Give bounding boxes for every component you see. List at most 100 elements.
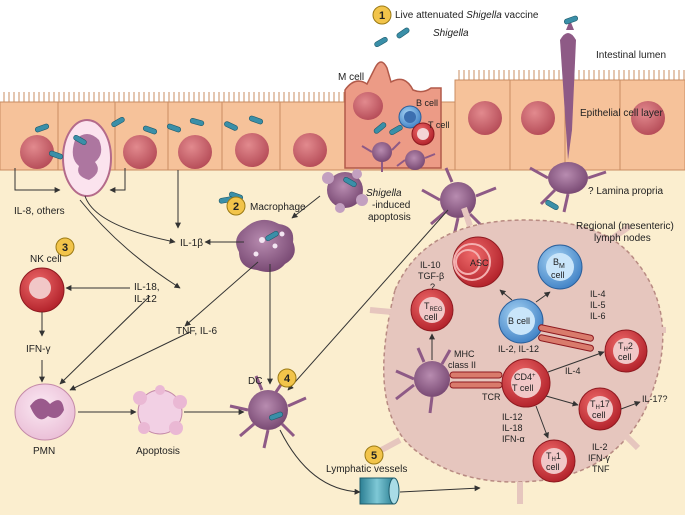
epithelial-nucleus <box>293 133 327 167</box>
shigella-bacterium <box>224 121 238 131</box>
asc-label: ASC <box>470 258 489 268</box>
step-1: 1 <box>379 10 385 22</box>
th17-cell <box>578 387 622 431</box>
t-cell-label: T cell <box>428 120 449 130</box>
nk-cell-label: NK cell <box>30 254 62 265</box>
shigella-induced-apoptosis-cell <box>322 169 368 213</box>
shigella-bacterium <box>373 122 387 134</box>
epithelial-nucleus <box>631 101 665 135</box>
lumen-sampling-dendritic-cell <box>529 20 607 213</box>
b-cell <box>498 298 544 344</box>
il17-label: IL-17? <box>642 394 668 404</box>
arrows <box>14 168 641 495</box>
shigella-bacterium <box>73 134 87 146</box>
tnf-b-label: TNF <box>592 464 610 474</box>
nk-cell <box>19 267 65 313</box>
treg-cell <box>410 288 454 332</box>
vaccine-label: Live attenuated Shigella vaccine <box>395 10 539 21</box>
il12-b-label: IL-12 <box>502 412 523 422</box>
step-badges: 1 2 3 4 5 <box>55 5 392 465</box>
lymphatic-vessel <box>359 477 400 505</box>
macrophage <box>236 219 295 272</box>
apoptosis-label-3: apoptosis <box>368 212 411 223</box>
tcr-label: TCR <box>482 392 501 402</box>
treg-label-2: cell <box>424 312 438 322</box>
labels: Live attenuated Shigella vaccine Shigell… <box>14 10 674 475</box>
treg-question: ? <box>430 282 435 292</box>
ifna-label: IFN-α <box>502 434 525 444</box>
th17-label: TH17 <box>590 399 610 411</box>
bm-cell-label: BM <box>553 257 565 270</box>
shigella-bacterium <box>189 118 205 126</box>
pmn-cell <box>14 383 76 441</box>
macrophage-label: Macrophage <box>250 202 306 213</box>
pmn-label: PMN <box>33 446 55 457</box>
ifng-b-label: IFN-γ <box>588 453 610 463</box>
bm-cell-label-2: cell <box>551 270 565 280</box>
shigella-bacterium <box>265 230 279 242</box>
microvilli <box>3 70 685 102</box>
treg-label: TREG <box>424 301 443 313</box>
intestinal-lumen-label: Intestinal lumen <box>596 50 666 61</box>
apoptosis-label-1: Shigella <box>366 188 402 199</box>
il4-a-label: IL-4 <box>590 289 606 299</box>
apoptosis-label-2: -induced <box>372 200 410 211</box>
dc-label: DC <box>248 376 262 387</box>
th17-label-2: cell <box>592 410 606 420</box>
il6-label: IL-6 <box>590 311 606 321</box>
th1-label: TH1 <box>546 451 561 463</box>
il2-il12-label: IL-2, IL-12 <box>498 344 539 354</box>
epithelial-nucleus <box>521 101 555 135</box>
regional-label-2: lymph nodes <box>594 233 651 244</box>
epithelial-nucleus <box>123 135 157 169</box>
shigella-bacterium <box>396 27 410 39</box>
shigella-label: Shigella <box>433 28 469 39</box>
mhc-label-2: class II <box>448 360 476 370</box>
shigella-bacterium <box>374 36 388 48</box>
th1-label-2: cell <box>546 462 560 472</box>
apoptosis-label: Apoptosis <box>136 446 180 457</box>
il2-b-label: IL-2 <box>592 442 608 452</box>
infected-epithelial-cell <box>62 119 112 197</box>
shigella-bacterium <box>111 116 125 128</box>
intraepithelial-dendritic-cells <box>361 141 436 172</box>
ifn-gamma-label: IFN-γ <box>26 344 50 355</box>
dendritic-cell <box>229 375 307 449</box>
shigella-bacterium <box>248 115 264 125</box>
epithelial-nucleus <box>468 101 502 135</box>
shigella-bacterium <box>166 123 182 133</box>
shigella-bacteria <box>34 15 579 421</box>
step-4: 4 <box>284 373 291 385</box>
shigella-bacterium <box>563 15 579 25</box>
b-cell-ln-label: B cell <box>508 316 530 326</box>
mhc-tcr-synapse <box>449 324 594 389</box>
il18-b-label: IL-18 <box>502 423 523 433</box>
th1-cell <box>532 439 576 483</box>
cd4-label: CD4+ <box>514 372 536 382</box>
th2-label: TH2 <box>618 341 633 353</box>
il5-label: IL-5 <box>590 300 606 310</box>
il18-label: IL-18, <box>134 282 160 293</box>
shigella-bacterium <box>343 176 357 188</box>
step-3: 3 <box>62 242 68 254</box>
epithelial-nucleus <box>178 135 212 169</box>
th2-label-2: cell <box>618 352 632 362</box>
tnf-il6-label: TNF, IL-6 <box>176 326 218 337</box>
regional-label-1: Regional (mesenteric) <box>576 221 674 232</box>
il1b-label: IL-1β <box>180 238 203 249</box>
il10-label: IL-10 <box>420 260 441 270</box>
epithelial-nucleus <box>20 135 54 169</box>
lymphatic-label: Lymphatic vessels <box>326 464 407 475</box>
shigella-bacterium <box>268 411 284 421</box>
lamina-propria-label: ? Lamina propria <box>588 186 663 197</box>
shigella-bacterium <box>34 123 50 133</box>
shigella-bacterium <box>389 124 403 136</box>
tgfb-label: TGF-β <box>418 271 444 281</box>
b-cell-label: B cell <box>416 98 438 108</box>
step-2: 2 <box>233 201 239 213</box>
cd4-label-2: T cell <box>512 383 533 393</box>
m-cell-label: M cell <box>338 72 364 83</box>
il4-b-label: IL-4 <box>565 366 581 376</box>
